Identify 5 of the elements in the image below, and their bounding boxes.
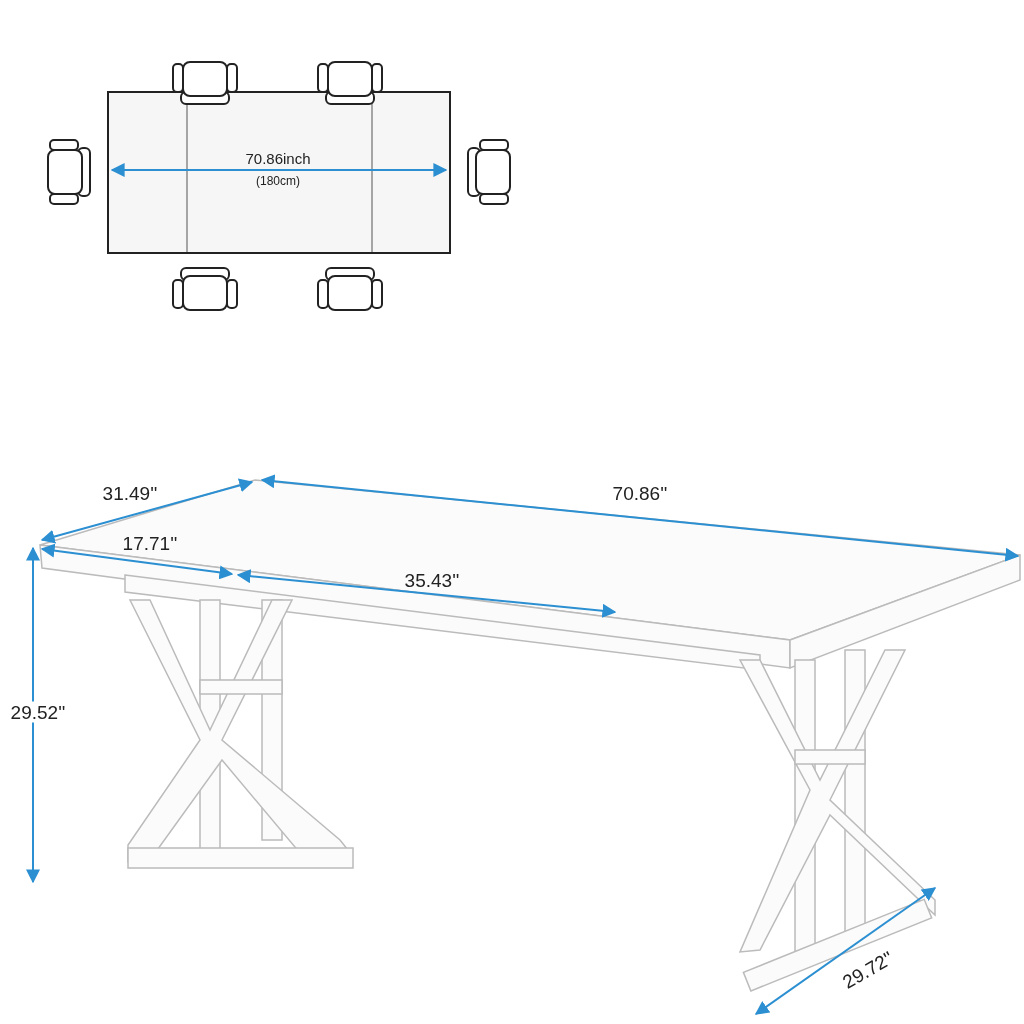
dimension-label: 17.71'' bbox=[122, 533, 178, 553]
dimension-label: 35.43'' bbox=[404, 570, 460, 590]
dimension-label: (180cm) bbox=[253, 174, 303, 188]
dimension-label: 31.49'' bbox=[102, 483, 158, 503]
dimension-label: 70.86'' bbox=[612, 483, 668, 503]
